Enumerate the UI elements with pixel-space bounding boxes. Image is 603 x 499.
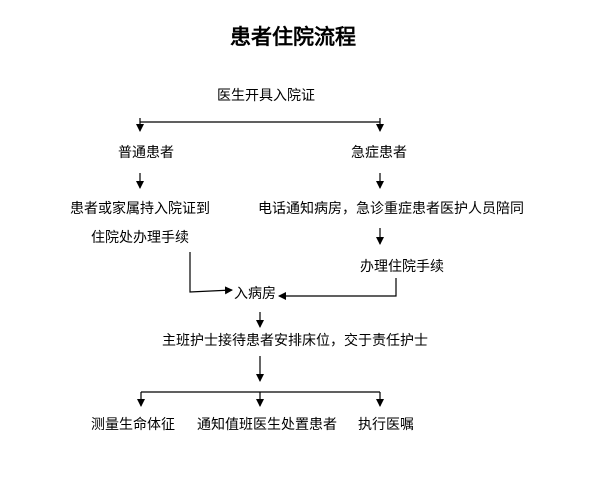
node-nurse-step: 主班护士接待患者安排床位，交于责任护士 xyxy=(162,333,428,349)
node-notify-doctor: 通知值班医生处置患者 xyxy=(197,417,337,433)
node-normal-patient: 普通患者 xyxy=(118,145,174,161)
node-ward: 入病房 xyxy=(234,286,276,302)
node-urgent-patient: 急症患者 xyxy=(351,145,407,161)
node-vitals: 测量生命体征 xyxy=(91,417,175,433)
node-urgent-admission: 办理住院手续 xyxy=(360,259,444,275)
arrow-normal-to-ward xyxy=(189,252,233,295)
diagram-title: 患者住院流程 xyxy=(230,24,356,49)
arrow-urgent-to-ward xyxy=(278,278,397,300)
node-normal-step-line1: 患者或家属持入院证到 xyxy=(70,201,210,217)
node-start: 医生开具入院证 xyxy=(217,88,315,104)
node-normal-step-line2: 住院处办理手续 xyxy=(91,230,189,246)
node-execute-orders: 执行医嘱 xyxy=(358,417,414,433)
node-urgent-step: 电话通知病房，急诊重症患者医护人员陪同 xyxy=(258,201,524,217)
